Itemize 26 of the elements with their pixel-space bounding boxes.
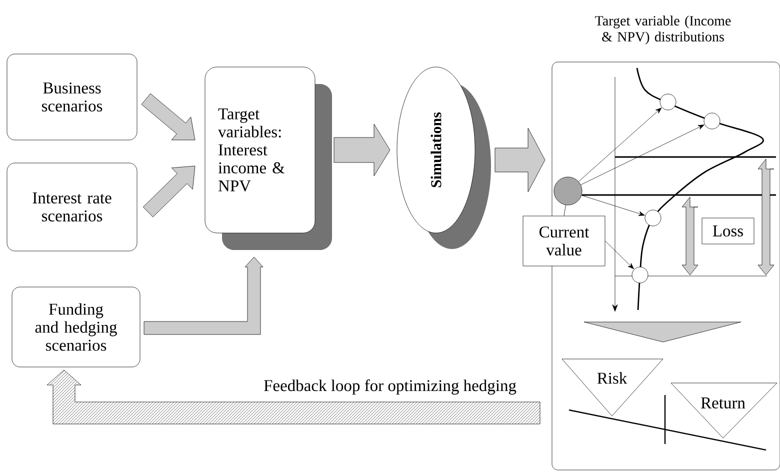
label-box: Loss	[702, 218, 754, 244]
block-arrow	[334, 124, 390, 176]
data-point	[704, 112, 720, 130]
variables-box: Target variables: Interest income & NPV	[204, 66, 332, 250]
edge-label: Feedback loop for optimizing hedging	[262, 377, 518, 397]
block-arrow	[494, 128, 546, 192]
data-point	[632, 266, 648, 284]
arrow	[580, 124, 704, 185]
data-point	[554, 176, 582, 206]
scenario-box: Interest rate scenarios	[6, 162, 138, 252]
block-arrow	[144, 256, 264, 335]
label-box: Current value	[522, 216, 606, 266]
hatched-arrow	[46, 370, 540, 424]
scenario-box: Funding and hedging scenarios	[12, 286, 140, 368]
triangle-sign: Risk	[562, 358, 664, 416]
scenario-box: Business scenarios	[6, 54, 138, 140]
arrow	[605, 240, 634, 270]
data-point	[660, 94, 676, 110]
data-point	[644, 210, 662, 226]
arrow	[578, 108, 662, 182]
panel-heading: Target variable (Income & NPV) distributions	[595, 16, 731, 44]
triangle-sign: Return	[670, 382, 778, 438]
chevron-triangle	[584, 322, 742, 342]
block-arrow	[141, 93, 196, 140]
block-arrow	[142, 166, 196, 218]
arrow	[581, 195, 645, 216]
